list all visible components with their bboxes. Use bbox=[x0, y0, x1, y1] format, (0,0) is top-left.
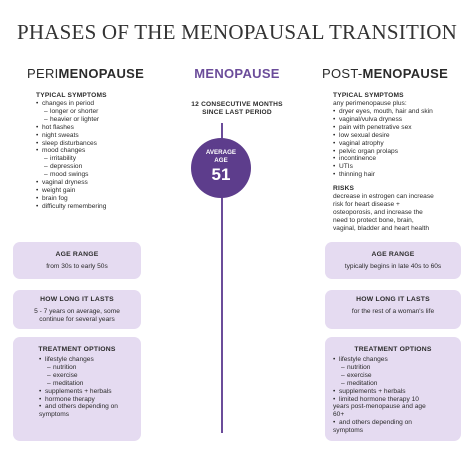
post-age-range-value: typically begins in late 40s to 60s bbox=[344, 263, 442, 270]
post-symptoms-heading: TYPICAL SYMPTOMS bbox=[333, 92, 404, 99]
list-item: dryer eyes, mouth, hair and skin bbox=[333, 108, 433, 116]
average-age-label-line1: AVERAGE bbox=[205, 149, 237, 156]
list-item: supplements + herbals bbox=[333, 388, 426, 396]
list-item: and others depending on bbox=[39, 403, 118, 411]
list-item: UTIs bbox=[333, 163, 433, 171]
list-item: years post-menopause and age bbox=[333, 403, 426, 411]
list-item: meditation bbox=[39, 380, 118, 388]
postmenopause-heading: POST-MENOPAUSE bbox=[322, 66, 448, 81]
list-item: thinning hair bbox=[333, 171, 433, 179]
list-item: night sweats bbox=[36, 132, 106, 140]
peri-duration-value: 5 - 7 years on average, some continue fo… bbox=[13, 308, 141, 324]
list-item: hormone therapy bbox=[39, 396, 118, 404]
peri-symptoms-heading: TYPICAL SYMPTOMS bbox=[36, 92, 107, 99]
perimenopause-heading: PERIMENOPAUSE bbox=[27, 66, 144, 81]
list-item: meditation bbox=[333, 380, 426, 388]
peri-main: MENOPAUSE bbox=[58, 66, 145, 81]
list-item: nutrition bbox=[39, 364, 118, 372]
peri-duration-line1: 5 - 7 years on average, some bbox=[34, 308, 120, 315]
average-age-value: 51 bbox=[211, 165, 231, 184]
post-duration-value: for the rest of a woman's life bbox=[351, 308, 435, 315]
post-age-range-box: AGE RANGE typically begins in late 40s t… bbox=[325, 242, 461, 279]
list-item: longer or shorter bbox=[36, 108, 106, 116]
list-item: symptoms bbox=[39, 411, 70, 419]
timeline-line-top bbox=[221, 123, 223, 139]
list-item: exercise bbox=[39, 372, 118, 380]
peri-age-range-value: from 30s to early 50s bbox=[46, 263, 108, 270]
list-item: vaginal/vulva dryness bbox=[333, 116, 433, 124]
peri-duration-box: HOW LONG IT LASTS 5 - 7 years on average… bbox=[13, 290, 141, 329]
menopause-definition-line2: SINCE LAST PERIOD bbox=[202, 109, 272, 116]
average-age-label: AVERAGE AGE bbox=[191, 149, 251, 164]
list-item: limited hormone therapy 10 bbox=[333, 396, 426, 404]
list-item: 60+ bbox=[333, 411, 345, 419]
list-item: depression bbox=[36, 163, 106, 171]
list-item: vaginal dryness bbox=[36, 179, 106, 187]
list-item: symptoms bbox=[333, 427, 364, 435]
menopause-definition-line1: 12 CONSECUTIVE MONTHS bbox=[191, 101, 283, 108]
list-item: pain with penetrative sex bbox=[333, 124, 433, 132]
menopause-definition: 12 CONSECUTIVE MONTHS SINCE LAST PERIOD bbox=[172, 101, 302, 117]
risk-line: decrease in estrogen can increase bbox=[333, 193, 434, 200]
peri-prefix: PERI bbox=[27, 66, 59, 81]
average-age-label-line2: AGE bbox=[214, 156, 228, 164]
menopause-heading: MENOPAUSE bbox=[194, 66, 280, 81]
timeline-line-bottom bbox=[221, 197, 223, 433]
peri-treatment-box: TREATMENT OPTIONS lifestyle changesnutri… bbox=[13, 337, 141, 441]
peri-treatment-heading: TREATMENT OPTIONS bbox=[38, 346, 116, 353]
list-item: nutrition bbox=[333, 364, 426, 372]
post-treatment-box: TREATMENT OPTIONS lifestyle changesnutri… bbox=[325, 337, 461, 441]
risk-line: osteoporosis, and increase the bbox=[333, 208, 423, 216]
post-risks-heading: RISKS bbox=[333, 185, 355, 192]
list-item: mood changes bbox=[36, 147, 106, 155]
post-symptoms-list: dryer eyes, mouth, hair and skinvaginal/… bbox=[333, 108, 433, 179]
list-item: lifestyle changes bbox=[39, 356, 118, 364]
post-main: MENOPAUSE bbox=[362, 66, 449, 81]
list-item: low sexual desire bbox=[333, 132, 433, 140]
post-treatment-list: lifestyle changesnutritionexercisemedita… bbox=[333, 356, 426, 435]
list-item: hot flashes bbox=[36, 124, 106, 132]
list-item: sleep disturbances bbox=[36, 140, 106, 148]
peri-age-range-heading: AGE RANGE bbox=[55, 251, 99, 258]
list-item: difficulty remembering bbox=[36, 203, 106, 211]
risk-line: need to protect bone, brain, bbox=[333, 216, 414, 224]
post-symptoms-intro: any perimenopause plus: bbox=[333, 100, 407, 107]
list-item: irritability bbox=[36, 155, 106, 163]
list-item: exercise bbox=[333, 372, 426, 380]
average-age-circle: AVERAGE AGE 51 bbox=[191, 138, 251, 198]
list-item: lifestyle changes bbox=[333, 356, 426, 364]
list-item: brain fog bbox=[36, 195, 106, 203]
list-item: weight gain bbox=[36, 187, 106, 195]
list-item: changes in period bbox=[36, 100, 106, 108]
list-item: heavier or lighter bbox=[36, 116, 106, 124]
page-title: PHASES OF THE MENOPAUSAL TRANSITION bbox=[17, 20, 457, 44]
list-item: incontinence bbox=[333, 155, 433, 163]
list-item: vaginal atrophy bbox=[333, 140, 433, 148]
list-item: pelvic organ prolaps bbox=[333, 148, 433, 156]
risk-line: vaginal, bladder and heart health bbox=[333, 224, 430, 232]
peri-treatment-list: lifestyle changesnutritionexercisemedita… bbox=[39, 356, 118, 419]
peri-duration-heading: HOW LONG IT LASTS bbox=[40, 296, 114, 303]
post-treatment-heading: TREATMENT OPTIONS bbox=[354, 346, 432, 353]
list-item: and others depending on bbox=[333, 419, 426, 427]
peri-symptoms-list: changes in periodlonger or shorterheavie… bbox=[36, 100, 106, 211]
post-prefix: POST- bbox=[322, 66, 363, 81]
list-item: mood swings bbox=[36, 171, 106, 179]
peri-age-range-box: AGE RANGE from 30s to early 50s bbox=[13, 242, 141, 279]
risk-line: risk for heart disease + bbox=[333, 200, 400, 208]
post-duration-heading: HOW LONG IT LASTS bbox=[356, 296, 430, 303]
post-duration-box: HOW LONG IT LASTS for the rest of a woma… bbox=[325, 290, 461, 329]
post-age-range-heading: AGE RANGE bbox=[371, 251, 415, 258]
peri-duration-line2: continue for several years bbox=[39, 315, 115, 323]
list-item: supplements + herbals bbox=[39, 388, 118, 396]
